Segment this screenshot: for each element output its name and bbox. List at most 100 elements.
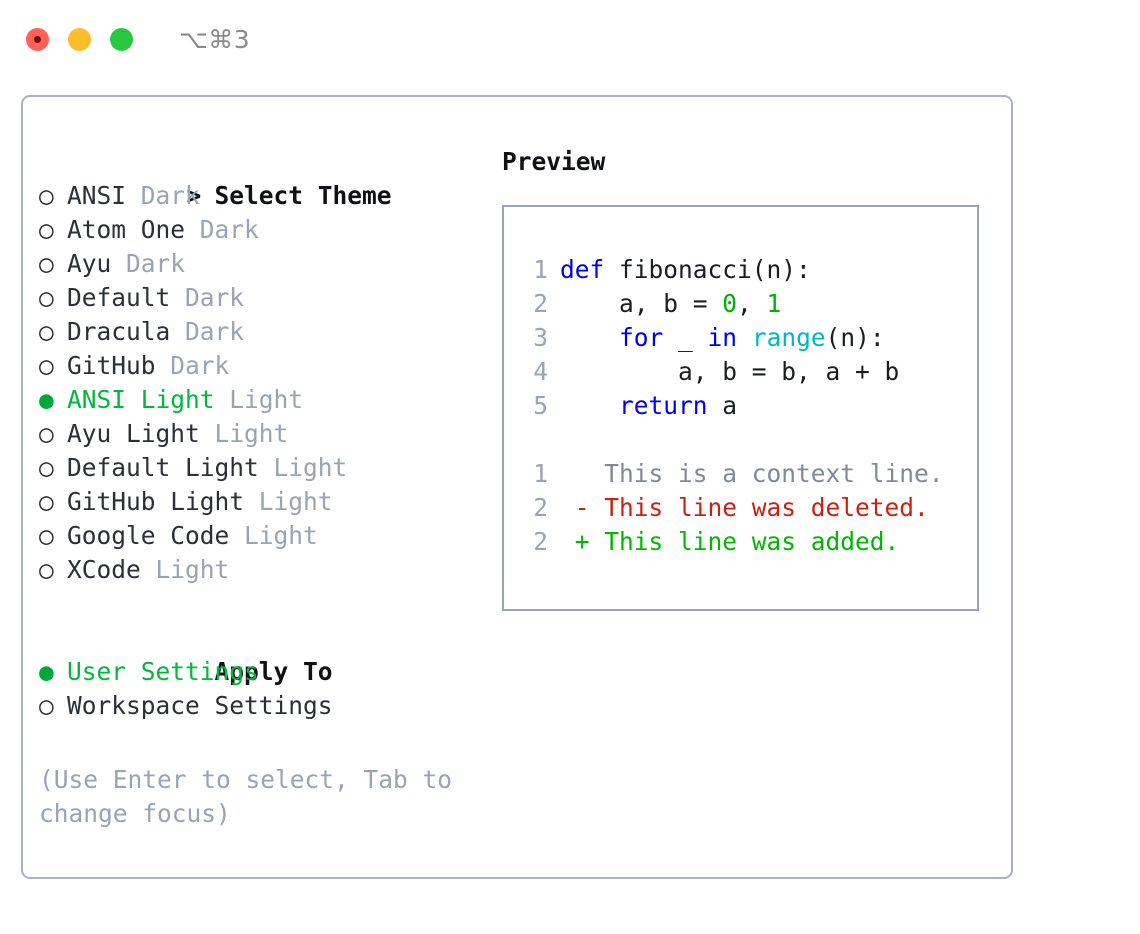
theme-item[interactable]: ○ Dracula Dark	[39, 315, 509, 349]
theme-item-variant: Dark	[126, 181, 200, 210]
code-token-num: 1	[766, 289, 782, 318]
theme-item-variant: Dark	[170, 283, 245, 312]
select-theme-title: Select Theme	[214, 181, 392, 210]
code-line-number: 4	[533, 357, 548, 386]
code-token-kw: for	[619, 323, 664, 352]
theme-item[interactable]: ○XCode Light	[39, 553, 509, 587]
radio-selected-icon: ●	[39, 657, 54, 686]
theme-item[interactable]: ○ Google Code Light	[39, 519, 509, 553]
diff-line-number: 1	[533, 459, 548, 488]
theme-item-name: Ayu Light	[67, 419, 200, 448]
theme-item-variant: Light	[244, 487, 333, 516]
theme-item-variant: Dark	[185, 215, 259, 244]
theme-item[interactable]: ○ GitHub Dark	[39, 349, 509, 383]
theme-item-name: XCode	[67, 555, 141, 584]
theme-item[interactable]: ●ANSI Light Light	[39, 383, 509, 417]
code-token-txt: ,	[737, 289, 767, 318]
code-line-number: 2	[533, 289, 548, 318]
focus-caret-icon: >	[186, 181, 202, 210]
select-theme-heading: > Select Theme	[39, 145, 509, 210]
theme-item-name: GitHub Light	[67, 487, 245, 516]
diff-line: 2 + This line was added.	[522, 525, 944, 559]
code-token-txt	[560, 391, 619, 420]
theme-selector-column: >Select Theme ○ANSI Dark○Atom One Dark○A…	[39, 145, 509, 723]
theme-item-variant: Dark	[111, 249, 186, 278]
radio-unselected-icon: ○	[39, 215, 54, 244]
close-button[interactable]	[26, 27, 49, 51]
theme-item[interactable]: ○ Atom One Dark	[39, 213, 509, 247]
code-line: 4 a, b = b, a + b	[522, 355, 899, 389]
theme-item[interactable]: ○ Default Light Light	[39, 451, 509, 485]
theme-item-variant: Light	[199, 419, 289, 448]
diff-line-text: + This line was added.	[560, 527, 900, 556]
code-line-number: 1	[533, 255, 548, 284]
diff-line-text: - This line was deleted.	[560, 493, 929, 522]
radio-unselected-icon: ○	[39, 453, 54, 482]
code-token-kw: def	[560, 255, 605, 284]
theme-item-name: Ayu	[67, 249, 112, 278]
theme-item[interactable]: ○ GitHub Light Light	[39, 485, 509, 519]
window-controls	[26, 27, 133, 51]
theme-item[interactable]: ○ Default Dark	[39, 281, 509, 315]
radio-unselected-icon: ○	[39, 181, 54, 210]
code-line-number: 3	[533, 323, 548, 352]
theme-item-name: Default	[67, 283, 171, 312]
theme-item-name: Dracula	[67, 317, 171, 346]
keyboard-hint-text: (Use Enter to select, Tab to change focu…	[39, 765, 453, 828]
diff-line: 1 This is a context line.	[522, 457, 943, 491]
theme-item-variant: Dark	[170, 317, 245, 346]
radio-unselected-icon: ○	[39, 283, 54, 312]
title-bar: ⌥⌘3	[0, 0, 1140, 78]
theme-item[interactable]: ○ANSI Dark	[39, 179, 509, 213]
code-line: 2 a, b = 0, 1	[522, 287, 899, 321]
diff-sample: 1 This is a context line.2 - This line w…	[522, 457, 944, 559]
code-token-num: 0	[722, 289, 738, 318]
spacer-row	[39, 587, 509, 621]
apply-to-heading: >Apply To	[39, 621, 509, 686]
apply-to-item[interactable]: ○ Workspace Settings	[39, 689, 509, 723]
theme-item-name: Google Code	[67, 521, 230, 550]
theme-item-name: ANSI Light	[67, 385, 215, 414]
theme-item-variant: Light	[258, 453, 348, 482]
radio-unselected-icon: ○	[39, 487, 54, 516]
theme-item-variant: Light	[229, 521, 318, 550]
apply-to-item-label: Workspace Settings	[67, 691, 333, 720]
radio-unselected-icon: ○	[39, 351, 54, 380]
radio-unselected-icon: ○	[39, 555, 54, 584]
apply-to-item[interactable]: ● User Settings	[39, 655, 509, 689]
radio-unselected-icon: ○	[39, 317, 54, 346]
code-token-txt: a, b =	[560, 289, 723, 318]
radio-unselected-icon: ○	[39, 521, 54, 550]
diff-line-number: 2	[533, 493, 548, 522]
main-panel: >Select Theme ○ANSI Dark○Atom One Dark○A…	[21, 95, 1013, 879]
code-token-txt: a, b = b, a + b	[560, 357, 900, 386]
theme-item-name: Default Light	[67, 453, 259, 482]
apply-to-list: ● User Settings ○ Workspace Settings	[39, 655, 509, 723]
code-token-kw: in	[707, 323, 738, 352]
code-token-txt: _	[663, 323, 708, 352]
code-token-kw: return	[619, 391, 708, 420]
theme-item[interactable]: ○ Ayu Light Light	[39, 417, 509, 451]
code-line: 3 for _ in range(n):	[522, 321, 899, 355]
apply-to-item-label: User Settings	[67, 657, 259, 686]
radio-unselected-icon: ○	[39, 419, 54, 448]
theme-item-name: Atom One	[67, 215, 186, 244]
theme-item-name: GitHub	[67, 351, 156, 380]
preview-column: Preview	[502, 145, 1002, 179]
code-token-txt	[737, 323, 752, 352]
diff-line: 2 - This line was deleted.	[522, 491, 944, 525]
minimize-button[interactable]	[68, 27, 91, 51]
code-token-txt	[560, 323, 619, 352]
code-token-fn: range	[751, 323, 826, 352]
maximize-button[interactable]	[110, 27, 133, 51]
preview-heading: Preview	[502, 147, 606, 176]
diff-line-number: 2	[533, 527, 548, 556]
radio-unselected-icon: ○	[39, 691, 54, 720]
code-token-txt: (n):	[825, 323, 885, 352]
theme-item[interactable]: ○Ayu Dark	[39, 247, 509, 281]
theme-item-variant: Dark	[155, 351, 230, 380]
